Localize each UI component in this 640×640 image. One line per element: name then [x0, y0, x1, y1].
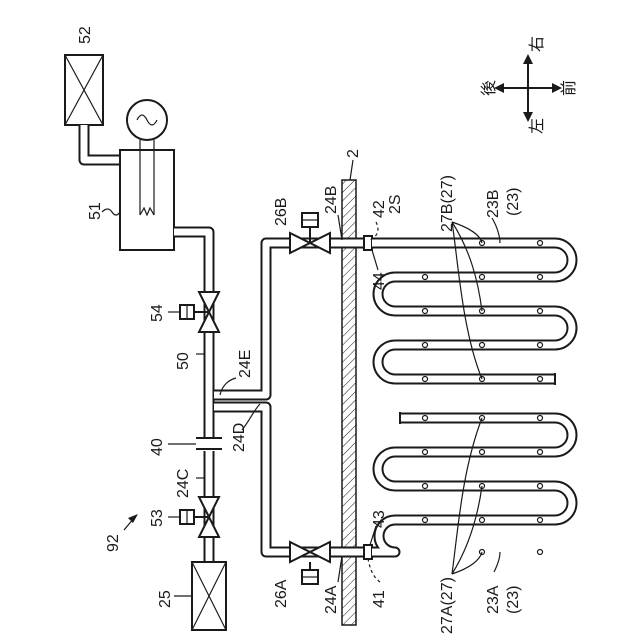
label-44: 44 — [371, 272, 388, 290]
label-23b-paren: (23) — [505, 188, 522, 216]
pipe-24d — [214, 407, 292, 552]
label-2: 2 — [345, 149, 362, 158]
compass-front: 前 — [559, 80, 578, 96]
label-23b: 23B — [485, 190, 502, 218]
valve-26a — [290, 542, 330, 562]
label-26b: 26B — [273, 198, 290, 226]
compass-left: 左 — [527, 118, 546, 134]
label-43: 43 — [371, 510, 388, 528]
heater-51-box — [120, 150, 174, 250]
label-24d: 24D — [231, 423, 248, 452]
leader-92-head — [128, 514, 138, 523]
label-27a: 27A(27) — [439, 577, 456, 634]
pipe-24d-inner — [214, 407, 292, 552]
label-24b: 24B — [323, 186, 340, 214]
label-26a: 26A — [273, 579, 290, 608]
label-41: 41 — [371, 590, 388, 608]
label-52: 52 — [77, 26, 94, 44]
leader-44 — [372, 250, 378, 270]
label-92: 92 — [105, 534, 122, 552]
label-54: 54 — [149, 304, 166, 322]
direction-compass — [494, 54, 562, 122]
label-24a: 24A — [323, 585, 340, 614]
compass-back: 後 — [479, 80, 498, 96]
label-24e: 24E — [237, 350, 254, 378]
pipe-52-51 — [84, 125, 124, 160]
leader-27a — [452, 552, 482, 574]
label-24c: 24C — [175, 469, 192, 498]
leader-41 — [368, 559, 380, 582]
label-25: 25 — [157, 590, 174, 608]
label-50: 50 — [175, 352, 192, 370]
label-23a-paren: (23) — [505, 586, 522, 614]
connector-42 — [364, 236, 372, 250]
leader-23a — [494, 552, 500, 572]
label-42: 42 — [371, 200, 388, 218]
label-23a: 23A — [485, 585, 502, 614]
leader-27a-2 — [452, 418, 482, 574]
leader-51 — [102, 209, 120, 215]
label-53: 53 — [149, 509, 166, 527]
label-40: 40 — [149, 438, 166, 456]
compass-right: 右 — [527, 36, 546, 52]
label-51: 51 — [87, 202, 104, 220]
connector-43 — [364, 545, 372, 559]
label-2s: 2S — [387, 194, 404, 214]
label-27b: 27B(27) — [439, 175, 456, 232]
pipe-50 — [174, 232, 209, 440]
leader-2 — [350, 160, 353, 180]
